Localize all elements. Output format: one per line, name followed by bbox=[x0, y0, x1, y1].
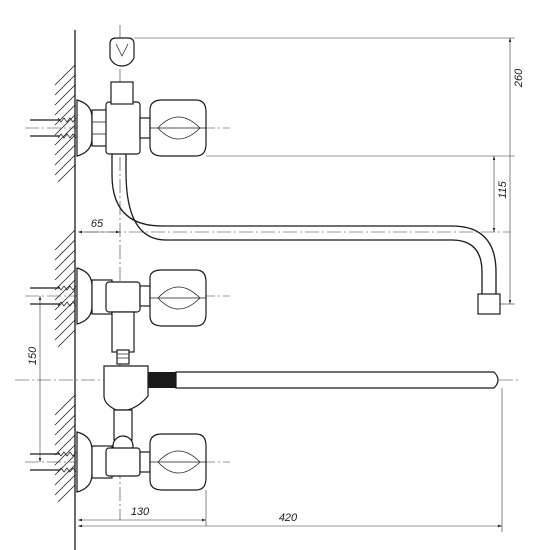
top-stem bbox=[139, 117, 151, 139]
middle-pipe bbox=[30, 287, 60, 305]
bottom-valve-body bbox=[105, 447, 141, 477]
shower-holder-hook bbox=[109, 37, 135, 67]
dim-150-label: 150 bbox=[27, 346, 39, 365]
dimension-130: 130 bbox=[78, 490, 207, 526]
dimension-115: 115 bbox=[206, 155, 515, 232]
dim-420-label: 420 bbox=[279, 512, 298, 524]
dimension-65: 65 bbox=[78, 218, 120, 234]
bottom-thread bbox=[57, 451, 77, 473]
spout-aerator bbox=[477, 293, 501, 315]
short-spout bbox=[175, 371, 499, 389]
top-thread bbox=[57, 117, 77, 139]
top-valve-assembly bbox=[30, 37, 207, 157]
wall-hatch-middle bbox=[54, 229, 76, 348]
middle-stem bbox=[139, 285, 151, 307]
spout-outer-line bbox=[111, 154, 497, 294]
spout-collar bbox=[148, 372, 176, 388]
wall-hatch-top bbox=[54, 64, 76, 183]
middle-thread bbox=[57, 285, 77, 307]
top-pipe bbox=[30, 119, 60, 137]
bottom-valve-assembly bbox=[30, 431, 207, 493]
diverter-knob bbox=[116, 349, 130, 365]
mixer-housing bbox=[103, 365, 149, 411]
middle-escutcheon bbox=[76, 267, 93, 325]
spout-inner-line bbox=[125, 154, 483, 294]
wall bbox=[54, 30, 76, 550]
dim-115-label: 115 bbox=[497, 180, 509, 198]
middle-valve-assembly bbox=[30, 267, 207, 365]
dimension-420: 420 bbox=[78, 388, 503, 532]
dim-260-label: 260 bbox=[513, 68, 525, 88]
mixer-column bbox=[111, 311, 135, 353]
dim-130-label: 130 bbox=[131, 506, 150, 518]
top-valve-body bbox=[105, 101, 141, 155]
top-escutcheon bbox=[76, 99, 93, 157]
middle-valve-body bbox=[105, 281, 141, 313]
lower-connector bbox=[113, 409, 133, 441]
dimension-150: 150 bbox=[27, 296, 42, 462]
mixer-body bbox=[103, 365, 499, 457]
bottom-escutcheon bbox=[76, 431, 93, 493]
dim-65-label: 65 bbox=[91, 218, 104, 230]
bottom-pipe bbox=[30, 453, 60, 471]
bottom-stem bbox=[139, 451, 151, 473]
long-spout bbox=[111, 154, 501, 315]
dimension-260: 260 bbox=[134, 37, 525, 305]
wall-hatch-bottom bbox=[54, 394, 76, 503]
top-hook-base bbox=[110, 81, 134, 105]
